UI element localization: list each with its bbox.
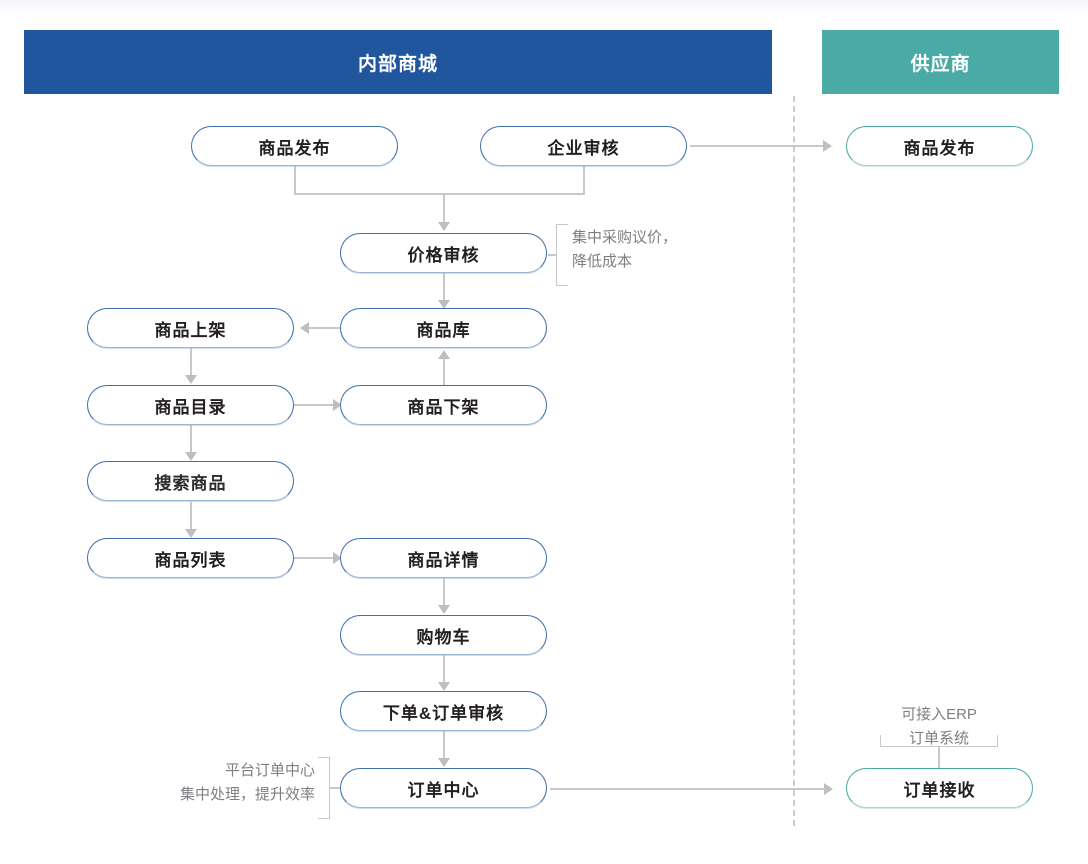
- node-label: 商品发布: [258, 138, 331, 158]
- node-label: 订单接收: [903, 780, 976, 800]
- edge-enterprise-review-down: [583, 166, 585, 194]
- edge-detail-to-cart: [443, 578, 445, 606]
- lane-header-supplier: 供应商: [822, 30, 1059, 94]
- arrowhead-to-goods-library-up: [438, 350, 450, 359]
- edge-offshelf-to-library: [443, 356, 445, 386]
- edge-list-to-detail: [294, 557, 336, 559]
- arrowhead-to-goods-list: [185, 529, 197, 538]
- node-price-review[interactable]: 价格审核: [340, 233, 547, 273]
- top-gradient-band: [0, 0, 1088, 14]
- edge-catalog-to-offshelf: [294, 404, 336, 406]
- arrowhead-to-place-order-review: [438, 682, 450, 691]
- node-shopping-cart[interactable]: 购物车: [340, 615, 547, 655]
- arrowhead-to-goods-detail: [333, 552, 342, 564]
- node-label: 订单中心: [407, 780, 480, 800]
- arrowhead-to-order-center: [438, 758, 450, 767]
- stem-order-note: [330, 787, 340, 789]
- edge-library-to-onshelf: [305, 327, 340, 329]
- node-enterprise-review[interactable]: 企业审核: [480, 126, 687, 166]
- node-place-order-review[interactable]: 下单&订单审核: [340, 691, 547, 731]
- node-goods-library[interactable]: 商品库: [340, 308, 547, 348]
- node-label: 商品发布: [903, 138, 976, 158]
- arrowhead-to-goods-onshelf: [300, 322, 309, 334]
- node-label: 购物车: [416, 627, 471, 647]
- bracket-order-note: [318, 757, 330, 819]
- node-goods-detail[interactable]: 商品详情: [340, 538, 547, 578]
- edge-onshelf-to-catalog: [190, 348, 192, 376]
- edge-catalog-to-search: [190, 425, 192, 453]
- edge-price-to-library: [443, 272, 445, 302]
- arrowhead-to-goods-offshelf: [333, 399, 342, 411]
- node-supplier-goods-publish[interactable]: 商品发布: [846, 126, 1033, 166]
- lane-divider-dashed: [793, 96, 795, 826]
- annotation-erp-note: 可接入ERP 订单系统: [901, 706, 977, 747]
- node-order-center[interactable]: 订单中心: [340, 768, 547, 808]
- arrowhead-to-goods-search: [185, 452, 197, 461]
- node-goods-publish[interactable]: 商品发布: [191, 126, 398, 166]
- annotation-order-note: 平台订单中心 集中处理，提升效率: [179, 762, 315, 803]
- lane-header-internal: 内部商城: [24, 30, 772, 94]
- node-label: 商品详情: [407, 550, 480, 570]
- edge-search-to-list: [190, 502, 192, 530]
- node-goods-search[interactable]: 搜索商品: [87, 461, 294, 501]
- bracket-price-note: [556, 224, 568, 286]
- edge-goods-publish-down: [294, 166, 296, 194]
- node-label: 商品库: [416, 320, 471, 340]
- edge-merge-horizontal: [294, 193, 585, 195]
- node-goods-catalog[interactable]: 商品目录: [87, 385, 294, 425]
- node-label: 商品目录: [154, 397, 227, 417]
- node-label: 企业审核: [547, 138, 620, 158]
- arrowhead-to-goods-catalog: [185, 375, 197, 384]
- arrowhead-to-price-review: [438, 222, 450, 231]
- edge-order-center-to-receive: [550, 788, 826, 790]
- node-label: 价格审核: [407, 245, 480, 265]
- node-label: 下单&订单审核: [382, 703, 505, 723]
- annotation-price-note: 集中采购议价， 降低成本: [572, 229, 678, 270]
- stem-price-note: [548, 254, 557, 256]
- node-label: 商品上架: [154, 320, 227, 340]
- edge-enterprise-to-supplier: [690, 145, 825, 147]
- node-label: 商品下架: [407, 397, 480, 417]
- arrowhead-to-goods-library: [438, 300, 450, 309]
- stem-erp-note: [938, 746, 940, 768]
- arrowhead-to-shopping-cart: [438, 605, 450, 614]
- arrowhead-to-order-receive: [824, 783, 833, 795]
- edge-order-review-to-center: [443, 731, 445, 759]
- node-goods-offshelf[interactable]: 商品下架: [340, 385, 547, 425]
- edge-cart-to-order-review: [443, 655, 445, 683]
- arrowhead-to-supplier-publish: [823, 140, 832, 152]
- node-label: 搜索商品: [154, 473, 227, 493]
- node-label: 商品列表: [154, 550, 227, 570]
- node-goods-list[interactable]: 商品列表: [87, 538, 294, 578]
- node-goods-onshelf[interactable]: 商品上架: [87, 308, 294, 348]
- edge-merge-to-price-review: [443, 193, 445, 224]
- node-order-receive[interactable]: 订单接收: [846, 768, 1033, 808]
